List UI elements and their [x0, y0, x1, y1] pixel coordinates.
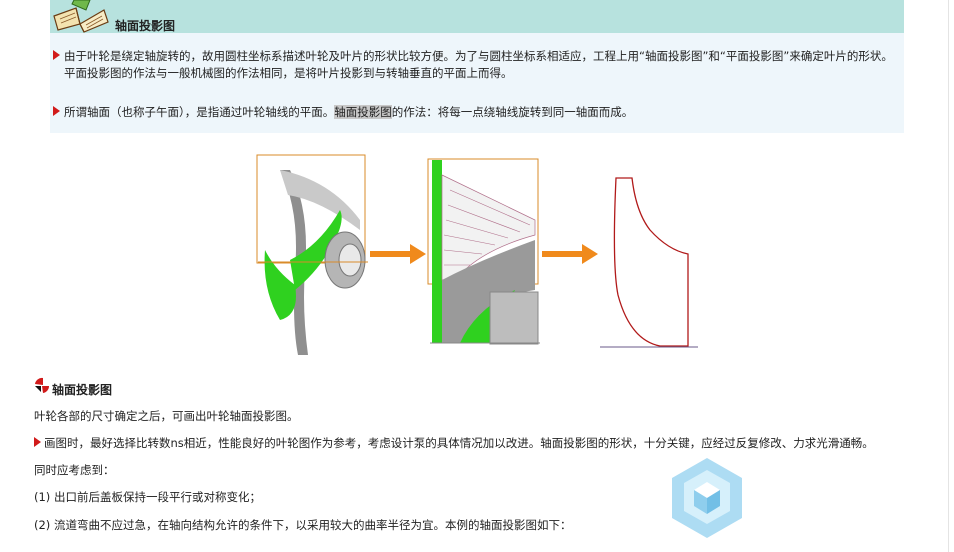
- impeller-3d-view: [256, 154, 368, 355]
- body-line-5: (2) 流道弯曲不应过急，在轴向结构允许的条件下，以采用较大的曲率半径为宜。本例…: [34, 518, 572, 532]
- p2-text-b: 的作法：将每一点绕轴线旋转到同一轴面而成。: [391, 105, 634, 119]
- p2-text-a: 所谓轴面（也称子午面），是指通过叶轮轴线的平面。: [64, 105, 335, 119]
- body-line-2: 画图时，最好选择比转数ns相近，性能良好的叶轮图作为参考，考虑设计泵的具体情况加…: [44, 436, 874, 450]
- section-header: 轴面投影图: [50, 0, 904, 33]
- header-title: 轴面投影图: [115, 19, 176, 33]
- bullet-arrow-icon: [53, 106, 60, 116]
- meridional-section-view: [427, 158, 540, 345]
- body-line-3: 同时应考虑到：: [34, 463, 115, 477]
- intro-paragraph-1: 由于叶轮是绕定轴旋转的，故用圆柱坐标系描述叶轮及叶片的形状比较方便。为了与圆柱坐…: [64, 49, 893, 80]
- arrow-2: [542, 244, 598, 264]
- bullet-arrow-icon: [53, 50, 60, 60]
- bullet-arrow-icon: [34, 437, 41, 447]
- intro-paragraph-2: 所谓轴面（也称子午面），是指通过叶轮轴线的平面。轴面投影图的作法：将每一点绕轴线…: [64, 104, 633, 121]
- open-book-icon: [53, 0, 109, 33]
- red-bullet-icon: [35, 377, 50, 393]
- page-edge-divider: [948, 0, 949, 552]
- p2-highlight: 轴面投影图: [334, 105, 392, 119]
- arrow-1: [370, 244, 426, 264]
- cube-logo-icon: [672, 458, 742, 538]
- meridional-outline: [600, 177, 698, 348]
- meridional-projection-figure: [256, 154, 698, 355]
- intro-panel: [50, 33, 904, 133]
- section-title: 轴面投影图: [52, 383, 113, 397]
- body-line-1: 叶轮各部的尺寸确定之后，可画出叶轮轴面投影图。: [34, 409, 299, 423]
- body-line-4: (1) 出口前后盖板保持一段平行或对称变化；: [34, 490, 261, 504]
